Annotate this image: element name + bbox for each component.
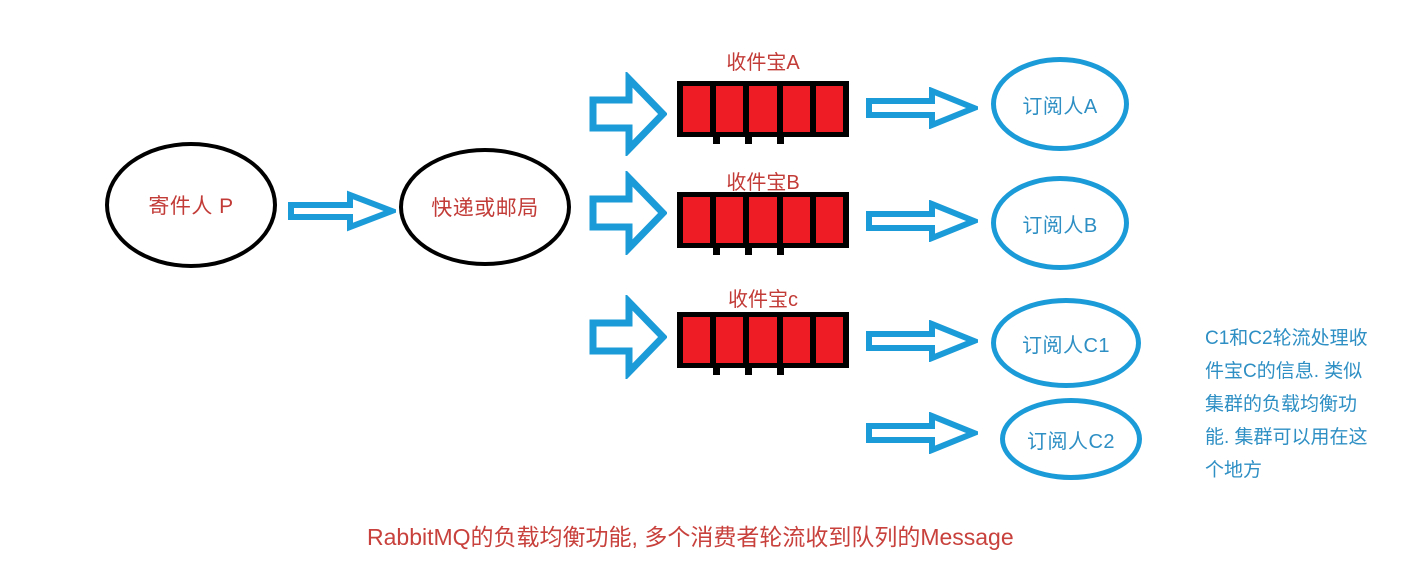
queue-cell [815, 317, 844, 363]
queue-cell [716, 197, 744, 243]
arrow-queue-c-to-subscriber-c2 [866, 412, 978, 454]
queue-cell [716, 317, 744, 363]
diagram-caption: RabbitMQ的负载均衡功能, 多个消费者轮流收到队列的Message [367, 524, 1014, 550]
queue-cell [782, 317, 810, 363]
note-line: C1和C2轮流处理收 [1205, 328, 1368, 349]
queue-feet [677, 368, 849, 375]
note-line: 能. 集群可以用在这 [1205, 427, 1368, 448]
note-line: 集群的负载均衡功 [1205, 394, 1358, 415]
broker-node: 快递或邮局 [399, 148, 571, 266]
arrow-queue-c-to-subscriber-c1 [866, 320, 978, 362]
note-line: 件宝C的信息. 类似 [1205, 361, 1363, 382]
queue-a [677, 81, 849, 144]
arrow-producer-to-broker [288, 190, 396, 232]
queue-cell [815, 86, 844, 132]
queue-cell [716, 86, 744, 132]
subscriber-node-a: 订阅人A [991, 57, 1129, 151]
subscriber-node-b: 订阅人B [991, 176, 1129, 270]
producer-node: 寄件人 P [105, 142, 277, 268]
queue-cell [683, 197, 711, 243]
queue-cell [749, 317, 777, 363]
subscriber-label: 订阅人A [1022, 95, 1098, 118]
subscriber-node-c2: 订阅人C2 [1000, 398, 1142, 480]
queue-cell [683, 86, 711, 132]
queue-label-c: 收件宝c [728, 289, 798, 311]
arrow-broker-to-queue-c [589, 295, 667, 379]
arrow-broker-to-queue-b [589, 171, 667, 255]
queue-cell [683, 317, 711, 363]
note-line: 个地方 [1205, 460, 1263, 481]
queue-cell [815, 197, 844, 243]
load-balance-note: C1和C2轮流处理收 件宝C的信息. 类似 集群的负载均衡功 能. 集群可以用在… [1205, 322, 1385, 487]
queue-feet [677, 248, 849, 255]
queue-cell [782, 197, 810, 243]
queue-cell [782, 86, 810, 132]
arrow-broker-to-queue-a [589, 72, 667, 156]
queue-cell [749, 86, 777, 132]
subscriber-label: 订阅人C1 [1021, 334, 1111, 357]
subscriber-node-c1: 订阅人C1 [991, 298, 1141, 388]
queue-label-a: 收件宝A [726, 52, 800, 74]
queue-cell [749, 197, 777, 243]
arrow-queue-b-to-subscriber-b [866, 200, 978, 242]
queue-feet [677, 137, 849, 144]
queue-b [677, 192, 849, 255]
arrow-queue-a-to-subscriber-a [866, 87, 978, 129]
subscriber-label: 订阅人C2 [1026, 430, 1116, 453]
broker-label: 快递或邮局 [431, 197, 539, 220]
subscriber-label: 订阅人B [1022, 214, 1098, 237]
queue-label-b: 收件宝B [726, 172, 800, 194]
queue-c [677, 312, 849, 375]
producer-label: 寄件人 P [148, 195, 234, 218]
